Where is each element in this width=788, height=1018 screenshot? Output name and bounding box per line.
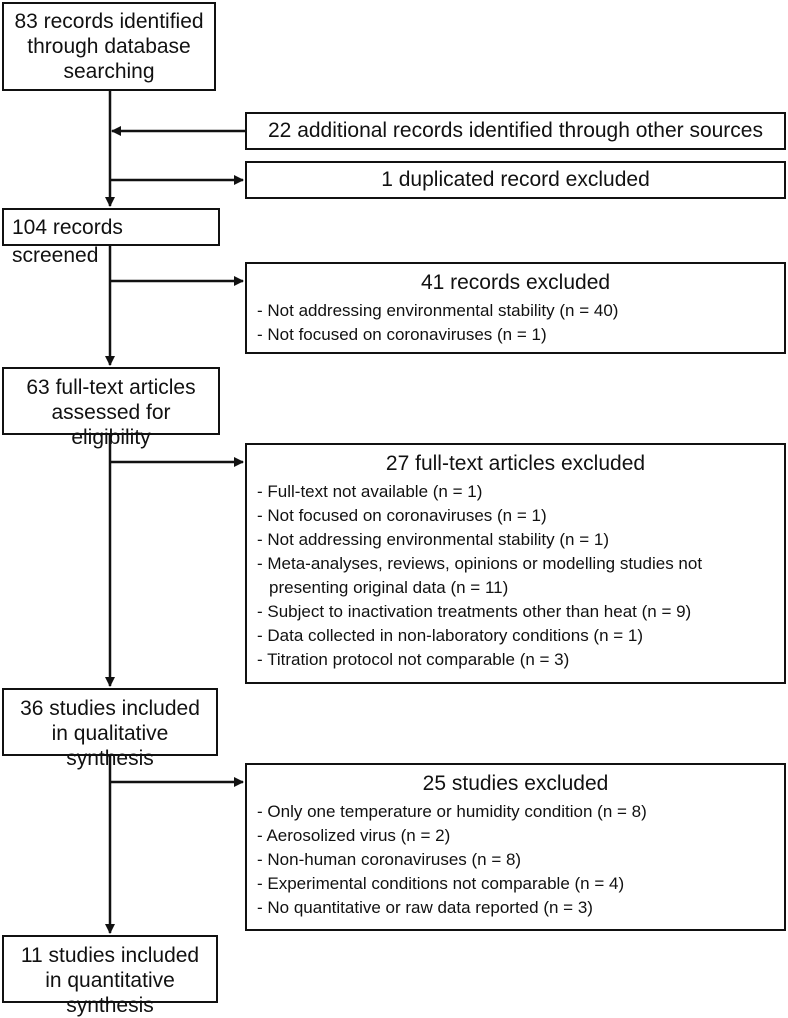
fulltext-excluded-box: 27 full-text articles excluded Full-text… — [245, 443, 786, 684]
additional-records-text: 22 additional records identified through… — [268, 119, 763, 142]
screened-box: 104 records screened — [2, 208, 220, 267]
list-item: Experimental conditions not comparable (… — [257, 872, 776, 896]
qualitative-text: 36 studies included in qualitative synth… — [20, 697, 200, 770]
records-excluded-box: 41 records excluded Not addressing envir… — [245, 262, 786, 354]
quantitative-text: 11 studies included in quantitative synt… — [20, 944, 200, 1017]
list-item: Non-human coronaviruses (n = 8) — [257, 848, 776, 872]
list-item: Aerosolized virus (n = 2) — [257, 824, 776, 848]
records-excluded-list: Not addressing environmental stability (… — [247, 299, 784, 347]
quantitative-box: 11 studies included in quantitative synt… — [2, 935, 218, 1017]
identified-box: 83 records identified through database s… — [2, 2, 216, 91]
fulltext-text: 63 full-text articles assessed for eligi… — [26, 376, 196, 449]
additional-records-box: 22 additional records identified through… — [245, 112, 786, 150]
fulltext-excluded-list: Full-text not available (n = 1) Not focu… — [247, 480, 784, 672]
duplicates-text: 1 duplicated record excluded — [381, 168, 650, 191]
fulltext-excluded-title: 27 full-text articles excluded — [385, 452, 646, 475]
list-item: No quantitative or raw data reported (n … — [257, 896, 776, 920]
identified-text: 83 records identified through database s… — [14, 10, 204, 83]
fulltext-box: 63 full-text articles assessed for eligi… — [2, 367, 220, 449]
qualitative-box: 36 studies included in qualitative synth… — [2, 688, 218, 770]
screened-text: 104 records screened — [12, 216, 123, 267]
list-item: Titration protocol not comparable (n = 3… — [257, 648, 776, 672]
list-item: Full-text not available (n = 1) — [257, 480, 776, 504]
studies-excluded-box: 25 studies excluded Only one temperature… — [245, 763, 786, 931]
list-item: Not addressing environmental stability (… — [257, 528, 776, 552]
list-item: Not focused on coronaviruses (n = 1) — [257, 504, 776, 528]
records-excluded-title: 41 records excluded — [420, 271, 611, 294]
list-item: Not addressing environmental stability (… — [257, 299, 776, 323]
studies-excluded-list: Only one temperature or humidity conditi… — [247, 800, 784, 920]
list-item: Only one temperature or humidity conditi… — [257, 800, 776, 824]
duplicates-box: 1 duplicated record excluded — [245, 161, 786, 199]
studies-excluded-title: 25 studies excluded — [422, 772, 609, 795]
list-item: Not focused on coronaviruses (n = 1) — [257, 323, 776, 347]
list-item: Subject to inactivation treatments other… — [257, 600, 776, 624]
list-item: Meta-analyses, reviews, opinions or mode… — [257, 552, 776, 600]
list-item: Data collected in non-laboratory conditi… — [257, 624, 776, 648]
